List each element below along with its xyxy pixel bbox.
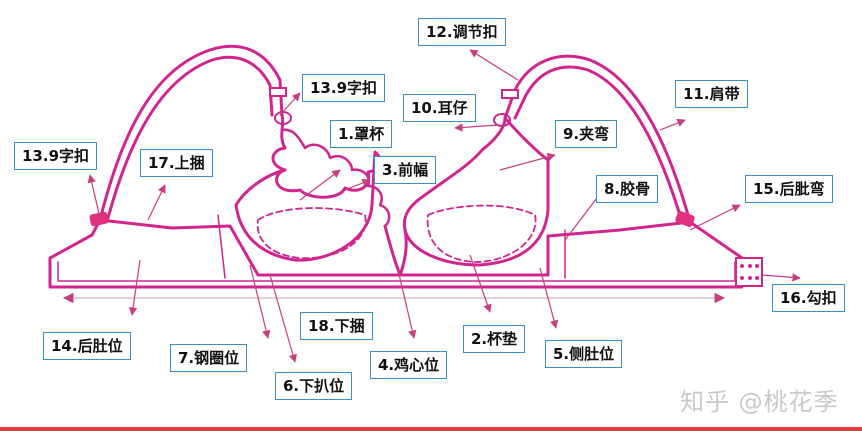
- label-cup: 1.罩杯: [330, 120, 393, 148]
- arrow-l1: [299, 169, 341, 201]
- label-upper-band: 17.上捆: [140, 149, 213, 177]
- label-front-panel: 3.前幅: [374, 156, 437, 184]
- arrow-l6: [269, 274, 297, 363]
- left-strap: [98, 44, 284, 222]
- arrow-l16: [761, 273, 801, 282]
- left-cup-pad: [256, 207, 367, 259]
- label-adjuster: 12.调节扣: [418, 18, 506, 46]
- left-cup: [234, 113, 382, 262]
- arrow-l12: [469, 49, 519, 81]
- left-slider: [269, 87, 287, 97]
- label-back-curve: 15.后肶弯: [745, 175, 833, 203]
- hardware: [89, 87, 763, 287]
- label-9-hook-left: 13.9字扣: [14, 142, 98, 170]
- arrow-l4: [397, 269, 417, 339]
- label-ear-tab: 10.耳仔: [403, 94, 476, 122]
- right-cup-pad: [426, 204, 537, 263]
- hook-eye-panel: [735, 257, 763, 287]
- arrow-l2: [469, 254, 492, 313]
- right-cup: [402, 116, 550, 267]
- right-strap: [503, 54, 692, 224]
- watermark-text: 知乎 @桃花季: [680, 388, 839, 416]
- arrow-l5: [539, 267, 559, 329]
- arrow-l13a: [279, 92, 301, 116]
- label-back-side: 14.后肚位: [43, 332, 131, 360]
- label-armhole: 9.夹弯: [555, 120, 618, 148]
- label-lower-panel: 6.下扒位: [275, 372, 353, 400]
- arrow-l11: [659, 118, 686, 131]
- arrow-l10: [454, 123, 499, 132]
- label-boning: 8.胶骨: [596, 175, 659, 203]
- left-strap-inner: [106, 55, 274, 220]
- label-cup-pad: 2.杯垫: [463, 325, 526, 353]
- left-lace-edge: [280, 128, 391, 228]
- right-cup-top: [503, 116, 550, 162]
- center-gore: [383, 224, 408, 277]
- right-strap-inner: [513, 65, 684, 224]
- label-lower-band: 18.下捆: [300, 312, 373, 340]
- arrow-l7: [249, 264, 271, 339]
- arrow-l15: [689, 204, 741, 231]
- label-9-hook-upper: 13.9字扣: [302, 74, 386, 102]
- left-side-seam: [217, 214, 226, 279]
- arrow-l17: [147, 184, 166, 221]
- bottom-accent-bar: [0, 427, 862, 431]
- label-center-gore: 4.鸡心位: [370, 351, 448, 379]
- right-slider: [501, 89, 519, 99]
- right-ring: [493, 113, 511, 127]
- label-side-panel: 5.侧肚位: [545, 340, 623, 368]
- arrow-l3: [344, 178, 371, 191]
- leader-arrows: [87, 49, 801, 363]
- arrow-l13b: [87, 174, 101, 219]
- arrow-l14: [128, 259, 141, 316]
- label-underwire: 7.钢圈位: [170, 344, 248, 372]
- right-strap-clip: [675, 211, 695, 227]
- arrow-l9: [499, 152, 556, 171]
- band-outline: [48, 218, 744, 289]
- left-strap-clip: [89, 211, 109, 227]
- label-hook: 16.勾扣: [772, 284, 845, 312]
- label-shoulder-strap: 11.肩带: [675, 80, 748, 108]
- left-cup-top: [234, 168, 287, 207]
